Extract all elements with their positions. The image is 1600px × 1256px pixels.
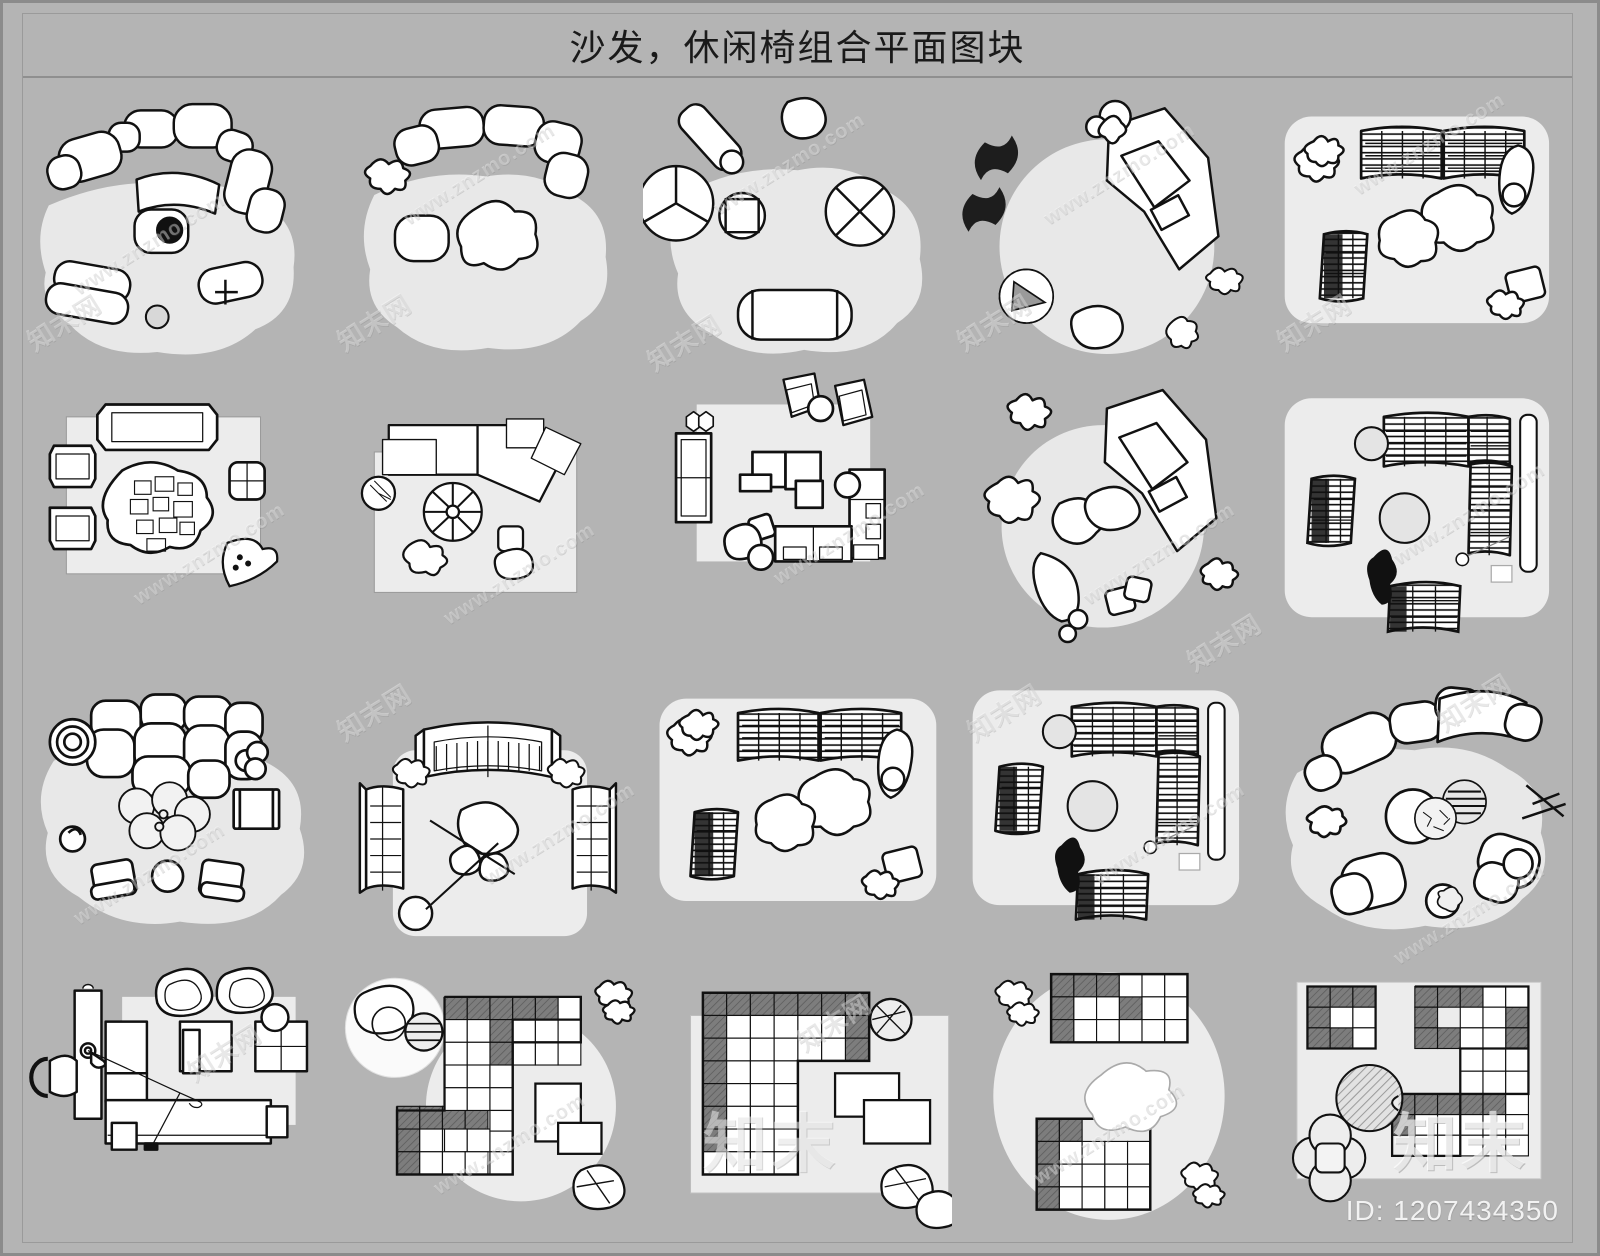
plan-block-hatched-two-seat-sofa-with-rounded-rug[interactable]	[1262, 81, 1572, 371]
plan-block-corner-sectional-with-wheel-table[interactable]	[333, 371, 643, 661]
plan-block-angular-sectional-round-rug-variant[interactable]	[952, 371, 1262, 661]
plan-block-modular-grid-s-sofa-with-ottomans[interactable]	[1262, 951, 1572, 1241]
plan-block-long-sofa-with-tv-console-and-armchairs[interactable]	[23, 951, 333, 1241]
plan-block-pebble-sofa-cluster-with-patterned-poufs[interactable]	[1262, 661, 1572, 951]
plan-block-modular-sofa-arc-with-blob-coffee-table[interactable]	[333, 81, 643, 371]
plan-block-hatched-two-seat-sofa-duplicate[interactable]	[643, 661, 953, 951]
page-title: 沙发，休闲椅组合平面图块	[569, 28, 1026, 69]
plan-block-hatched-l-sectional-with-side-chairs[interactable]	[1262, 371, 1572, 661]
plan-block-living-room-plan-with-shelf-and-loveseats[interactable]	[643, 371, 953, 661]
asset-id-label: ID: 1207434350	[1345, 1195, 1559, 1226]
plan-block-pebble-sofa-with-floral-coffee-table[interactable]	[23, 661, 333, 951]
plan-block-grid	[23, 81, 1572, 1241]
plan-block-modular-grid-u-sofa-on-oval-rug[interactable]	[952, 951, 1262, 1241]
plan-block-hatched-l-sectional-duplicate[interactable]	[952, 661, 1262, 951]
plan-block-angular-sectional-on-round-rug[interactable]	[952, 81, 1262, 371]
plan-block-curved-lounge-cluster-with-organic-rug[interactable]	[23, 81, 333, 371]
plan-block-modular-grid-l-sofa-on-circle-rug[interactable]	[333, 951, 643, 1241]
sheet-header: 沙发，休闲椅组合平面图块	[23, 14, 1572, 78]
plan-block-sofa-two-armchairs-with-stone-table[interactable]	[23, 371, 333, 661]
plan-block-modular-grid-l-sofa-on-square-rug[interactable]	[643, 951, 953, 1241]
plan-block-symmetrical-three-sofa-seating-group[interactable]	[333, 661, 643, 951]
plan-block-chaise-and-swivel-chairs-on-amoeba-rug[interactable]	[642, 81, 953, 371]
